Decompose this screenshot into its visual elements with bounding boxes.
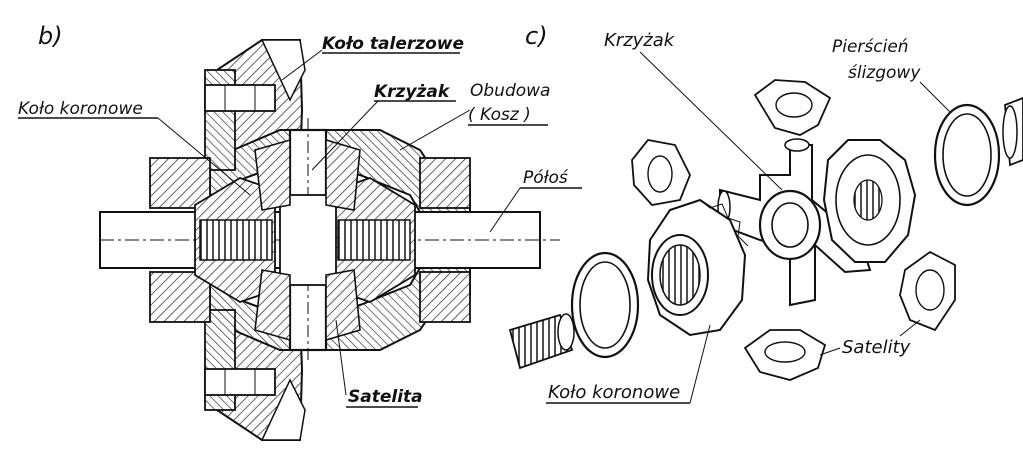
pinion-gears [254,138,361,342]
side-gear-exploded [646,198,749,337]
side-gear-right-exploded [822,139,917,263]
pinion-label: Satelita [348,387,423,407]
spider-cross [717,138,872,307]
pinions-label: Satelity [842,337,911,358]
sliding-ring-label-line2: ślizgowy [848,63,921,83]
panel-c-tag: c) [525,22,548,50]
axle-label: Półoś [523,168,569,188]
side-gear-right [334,177,416,303]
side-gear-label: Koło koronowe [18,99,143,119]
ring-gear-label: Koło talerzowe [322,34,464,54]
sliding-ring-right [933,103,1001,207]
panel-c: c) [508,22,1023,404]
housing-label-line2: ( Kosz ) [468,105,531,125]
pinion-top [753,79,832,136]
bolt [204,84,276,396]
spider-label-c: Krzyżak [604,30,676,51]
pinion-left [631,139,691,206]
sliding-ring-left [570,251,640,359]
spider-pin [279,118,337,362]
side-gear-label-c: Koło koronowe [548,382,680,403]
pinion-right [899,250,956,332]
panel-b: b) [18,22,582,441]
bearing-right [419,157,471,323]
splined-stub [508,313,575,370]
axle-end-right [1002,97,1023,167]
sliding-ring-label-line1: Pierścień [832,37,909,57]
panel-b-tag: b) [38,22,63,50]
spider-label-b: Krzyżak [374,82,451,102]
pinion-bottom [743,329,827,381]
bearing-left [149,157,211,323]
housing-label-line1: Obudowa [470,81,550,101]
